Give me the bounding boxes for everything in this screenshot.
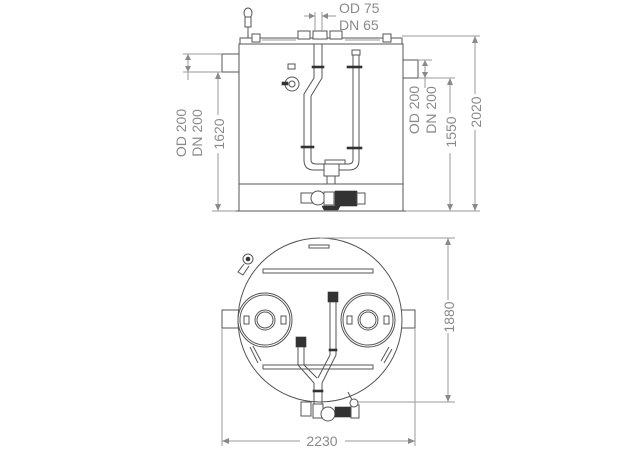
left-inlet-dn-label: DN 200 bbox=[189, 109, 205, 157]
lower-bar bbox=[262, 364, 374, 370]
diagonal-slot-right bbox=[380, 346, 390, 362]
tank-body-side bbox=[238, 43, 404, 212]
valve-wheel-icon bbox=[281, 76, 300, 92]
manifold-valve bbox=[323, 159, 346, 185]
top-slot bbox=[308, 244, 330, 249]
dimension-diameter bbox=[320, 237, 455, 403]
dimension-total-height bbox=[402, 35, 480, 211]
lid-clamp-left bbox=[251, 33, 261, 43]
overall-width-label: 2230 bbox=[306, 433, 337, 449]
diagonal-slot-right bbox=[383, 348, 393, 364]
top-pipe-fittings bbox=[297, 30, 343, 40]
manhole-right bbox=[340, 292, 396, 348]
dimension-left-inlet bbox=[183, 53, 236, 212]
diagonal-slot-left bbox=[249, 346, 259, 364]
manhole-left bbox=[237, 292, 293, 348]
top-pipe-od-label: OD 75 bbox=[339, 0, 380, 16]
right-inlet-dn-label: DN 200 bbox=[423, 86, 439, 134]
upper-bar bbox=[262, 268, 374, 274]
right-inlet-stub bbox=[402, 59, 419, 79]
pump-motor-side bbox=[300, 190, 366, 211]
right-inlet-od-label: OD 200 bbox=[406, 86, 422, 134]
left-inlet-height-label: 1620 bbox=[211, 118, 227, 149]
total-height-label: 2020 bbox=[468, 96, 484, 127]
right-inlet-height-label: 1550 bbox=[443, 116, 459, 147]
pump-assembly-plan bbox=[300, 391, 360, 422]
left-inlet-od-label: OD 200 bbox=[173, 109, 189, 157]
y-branch-pipes bbox=[295, 291, 339, 404]
top-pipe-dn-label: DN 65 bbox=[339, 17, 379, 33]
lifting-valve-icon bbox=[243, 7, 253, 38]
dimension-top-pipe bbox=[304, 12, 336, 32]
left-inlet-stub bbox=[221, 53, 240, 73]
dimension-overall-width bbox=[221, 328, 416, 446]
discharge-pipe-left bbox=[300, 44, 326, 171]
diagonal-slot-left bbox=[252, 345, 262, 362]
diameter-label: 1880 bbox=[441, 301, 457, 332]
sight-window bbox=[287, 63, 296, 70]
side-elevation-view: OD 75 DN 65 OD 200 DN 200 1620 bbox=[173, 0, 484, 212]
dimension-right-inlet bbox=[406, 59, 480, 212]
lid-clamp-right bbox=[382, 33, 392, 43]
rim-valve-icon bbox=[237, 253, 254, 276]
discharge-pipe-right bbox=[338, 49, 363, 171]
plan-view: 1880 2230 bbox=[221, 237, 457, 449]
